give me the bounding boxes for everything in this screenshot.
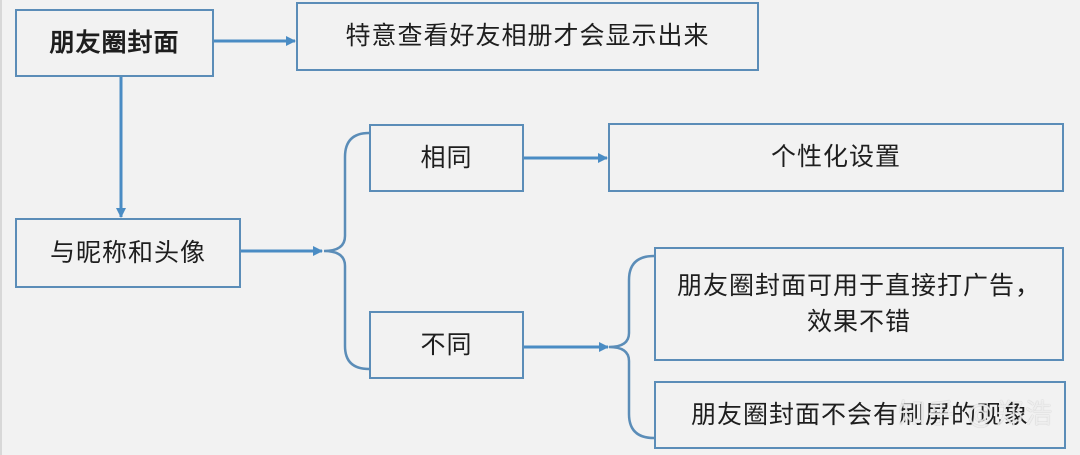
node-no-spam: 朋友圈封面不会有刷屏的现象 — [654, 381, 1066, 449]
brace-same-different — [323, 131, 370, 371]
node-cover-label: 朋友圈封面 — [49, 27, 180, 57]
node-ad-line1: 朋友圈封面可用于直接打广告， — [676, 270, 1041, 300]
node-visibility-note-label: 特意查看好友相册才会显示出来 — [345, 21, 710, 51]
node-ad-line2: 效果不错 — [806, 307, 911, 336]
brace-ad-nospam — [608, 254, 655, 440]
node-cover: 朋友圈封面 — [15, 9, 214, 77]
node-different-label: 不同 — [420, 329, 473, 359]
image-left-edge — [0, 0, 2, 455]
node-no-spam-label: 朋友圈封面不会有刷屏的现象 — [690, 399, 1029, 429]
node-personalized-label: 个性化设置 — [770, 142, 901, 172]
node-same-label: 相同 — [420, 142, 473, 172]
node-visibility-note: 特意查看好友相册才会显示出来 — [296, 2, 759, 71]
node-nickname-avatar: 与昵称和头像 — [15, 218, 241, 288]
node-personalized: 个性化设置 — [608, 123, 1064, 192]
node-ad: 朋友圈封面可用于直接打广告， 效果不错 — [654, 247, 1064, 361]
node-different: 不同 — [369, 311, 524, 379]
node-same: 相同 — [369, 124, 524, 192]
node-nickname-avatar-label: 与昵称和头像 — [49, 237, 206, 267]
